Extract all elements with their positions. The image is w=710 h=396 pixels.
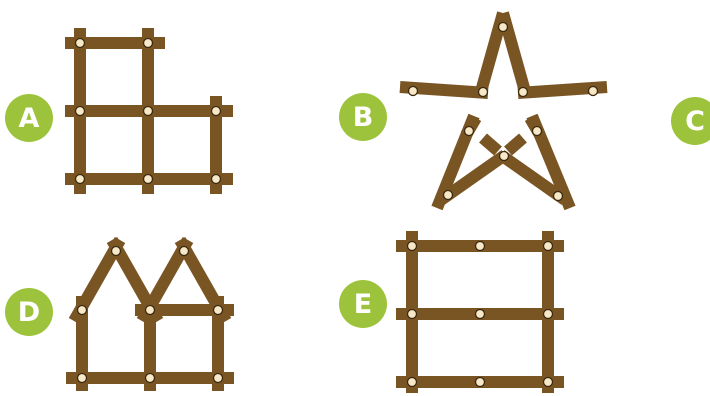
nail <box>78 374 87 383</box>
nail <box>544 378 553 387</box>
nail <box>476 242 485 251</box>
nail <box>214 374 223 383</box>
figure-b-nails <box>409 23 598 201</box>
nail <box>409 87 418 96</box>
nail <box>519 88 528 97</box>
nail <box>112 247 121 256</box>
nail <box>214 306 223 315</box>
figure-d <box>66 240 234 391</box>
nail <box>146 306 155 315</box>
label-badge-e: E <box>339 280 387 328</box>
nail <box>76 175 85 184</box>
nail <box>180 247 189 256</box>
nail <box>476 310 485 319</box>
nail <box>76 107 85 116</box>
nail <box>212 175 221 184</box>
nail <box>144 175 153 184</box>
figure-b <box>400 13 607 208</box>
nail <box>589 87 598 96</box>
label-badge-b: B <box>339 93 387 141</box>
nail <box>465 127 474 136</box>
nail <box>499 23 508 32</box>
stick <box>483 138 498 151</box>
label-badge-d: D <box>5 288 53 336</box>
nail <box>212 107 221 116</box>
nail <box>476 378 485 387</box>
nail <box>554 192 563 201</box>
nail <box>479 88 488 97</box>
nail <box>76 39 85 48</box>
nail <box>544 242 553 251</box>
nail <box>146 374 155 383</box>
nail <box>144 107 153 116</box>
nail <box>408 378 417 387</box>
nail <box>533 127 542 136</box>
nail <box>500 152 509 161</box>
nail <box>144 39 153 48</box>
nail <box>444 191 453 200</box>
nail <box>408 242 417 251</box>
nail <box>408 310 417 319</box>
nail <box>78 306 87 315</box>
label-badge-a: A <box>5 94 53 142</box>
stick <box>508 138 523 151</box>
nail <box>544 310 553 319</box>
